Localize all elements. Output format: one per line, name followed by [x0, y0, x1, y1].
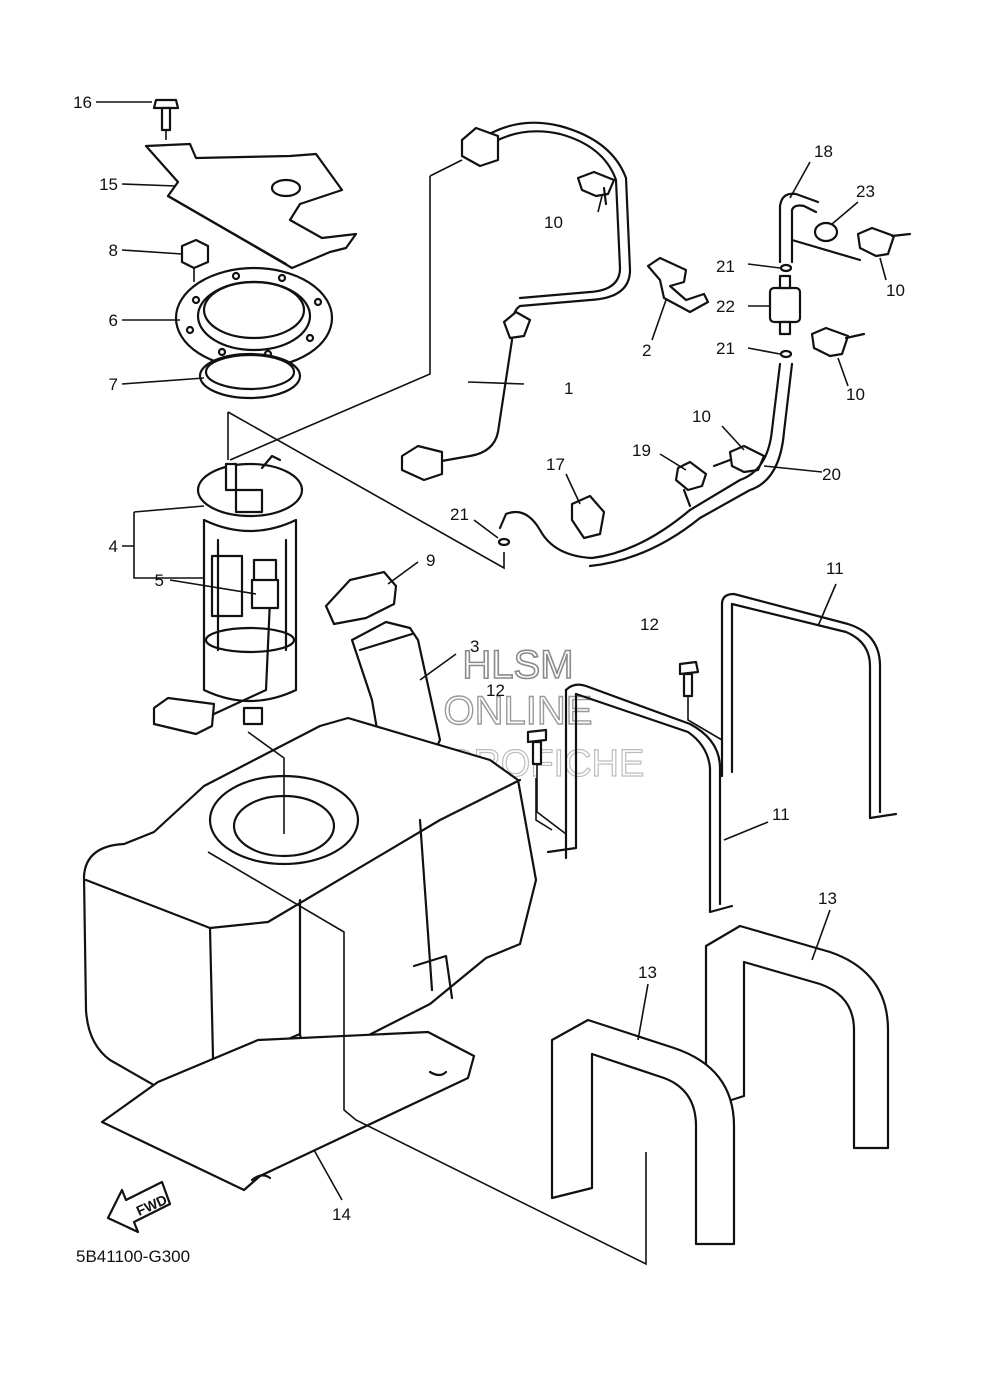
part-22-filter[interactable]	[768, 274, 802, 336]
part-19-clamp[interactable]	[674, 460, 708, 508]
part-7-gasket[interactable]	[198, 352, 302, 400]
part-15-bracket[interactable]	[144, 142, 358, 270]
callout-5: 5	[155, 571, 164, 590]
part-12-bolt-b[interactable]	[526, 728, 567, 835]
part-12-bolt-a[interactable]	[678, 660, 723, 741]
part-21-clip-a[interactable]	[779, 263, 793, 273]
callout-11a: 11	[826, 559, 844, 578]
part-6-ring-plate[interactable]	[174, 266, 334, 370]
part-20-hose[interactable]	[498, 362, 794, 568]
callout-10a: 10	[544, 213, 563, 232]
part-10-clamp-b[interactable]	[856, 226, 912, 258]
callout-21c: 21	[450, 505, 469, 524]
part-2-clamp[interactable]	[646, 256, 710, 314]
watermark-line1: HLSM	[462, 643, 573, 687]
part-8-nut[interactable]	[180, 238, 210, 282]
callout-23: 23	[856, 182, 875, 201]
diagram-code: 5B41100-G300	[76, 1247, 190, 1266]
callout-13b: 13	[638, 963, 657, 982]
callout-10d: 10	[692, 407, 711, 426]
part-11-strap-b[interactable]	[546, 683, 734, 914]
part-23-cap[interactable]	[813, 221, 839, 243]
callout-7: 7	[109, 375, 118, 394]
callout-17: 17	[546, 455, 565, 474]
callout-2: 2	[642, 341, 651, 360]
part-11-strap-a[interactable]	[720, 592, 898, 820]
callout-15: 15	[99, 175, 118, 194]
callout-21a: 21	[716, 257, 735, 276]
callout-8: 8	[109, 241, 118, 260]
fwd-arrow-icon: FWD	[106, 1180, 172, 1234]
part-9-fuel-cap[interactable]	[324, 570, 398, 626]
part-14-pad[interactable]	[100, 1030, 476, 1192]
callout-9: 9	[426, 551, 435, 570]
callout-10c: 10	[846, 385, 865, 404]
part-10-clamp-a[interactable]	[576, 170, 616, 206]
part-10-clamp-d[interactable]	[712, 444, 766, 474]
part-4-fuel-pump[interactable]	[152, 454, 304, 736]
part-13-pad-b[interactable]	[550, 1018, 736, 1246]
callout-13a: 13	[818, 889, 837, 908]
callout-3: 3	[470, 637, 479, 656]
callout-6: 6	[109, 311, 118, 330]
part-21-clip-c[interactable]	[497, 537, 511, 547]
watermark-line2: ONLINE	[444, 689, 593, 733]
callout-18: 18	[814, 142, 833, 161]
part-13-pad-a[interactable]	[704, 924, 890, 1150]
part-10-clamp-c[interactable]	[810, 326, 866, 358]
callout-1: 1	[564, 379, 573, 398]
part-1-fuel-hose[interactable]	[400, 121, 632, 482]
callout-14: 14	[332, 1205, 351, 1224]
part-17-clamp[interactable]	[570, 494, 606, 540]
callout-numbers: 16 15 8 6 7 4 5 1 10 2 18 23 10 21 22 21…	[73, 93, 905, 1224]
callout-12a: 12	[640, 615, 659, 634]
callout-22: 22	[716, 297, 735, 316]
callout-11b: 11	[772, 805, 790, 824]
callout-10b: 10	[886, 281, 905, 300]
callout-16: 16	[73, 93, 92, 112]
callout-21b: 21	[716, 339, 735, 358]
callout-20: 20	[822, 465, 841, 484]
part-18-breather-hose[interactable]	[778, 192, 862, 264]
callout-12b: 12	[486, 681, 505, 700]
leader-lines	[96, 101, 887, 1266]
callout-19: 19	[632, 441, 651, 460]
part-21-clip-b[interactable]	[779, 349, 793, 359]
part-16-bolt[interactable]	[152, 98, 180, 140]
callout-4: 4	[109, 537, 118, 556]
